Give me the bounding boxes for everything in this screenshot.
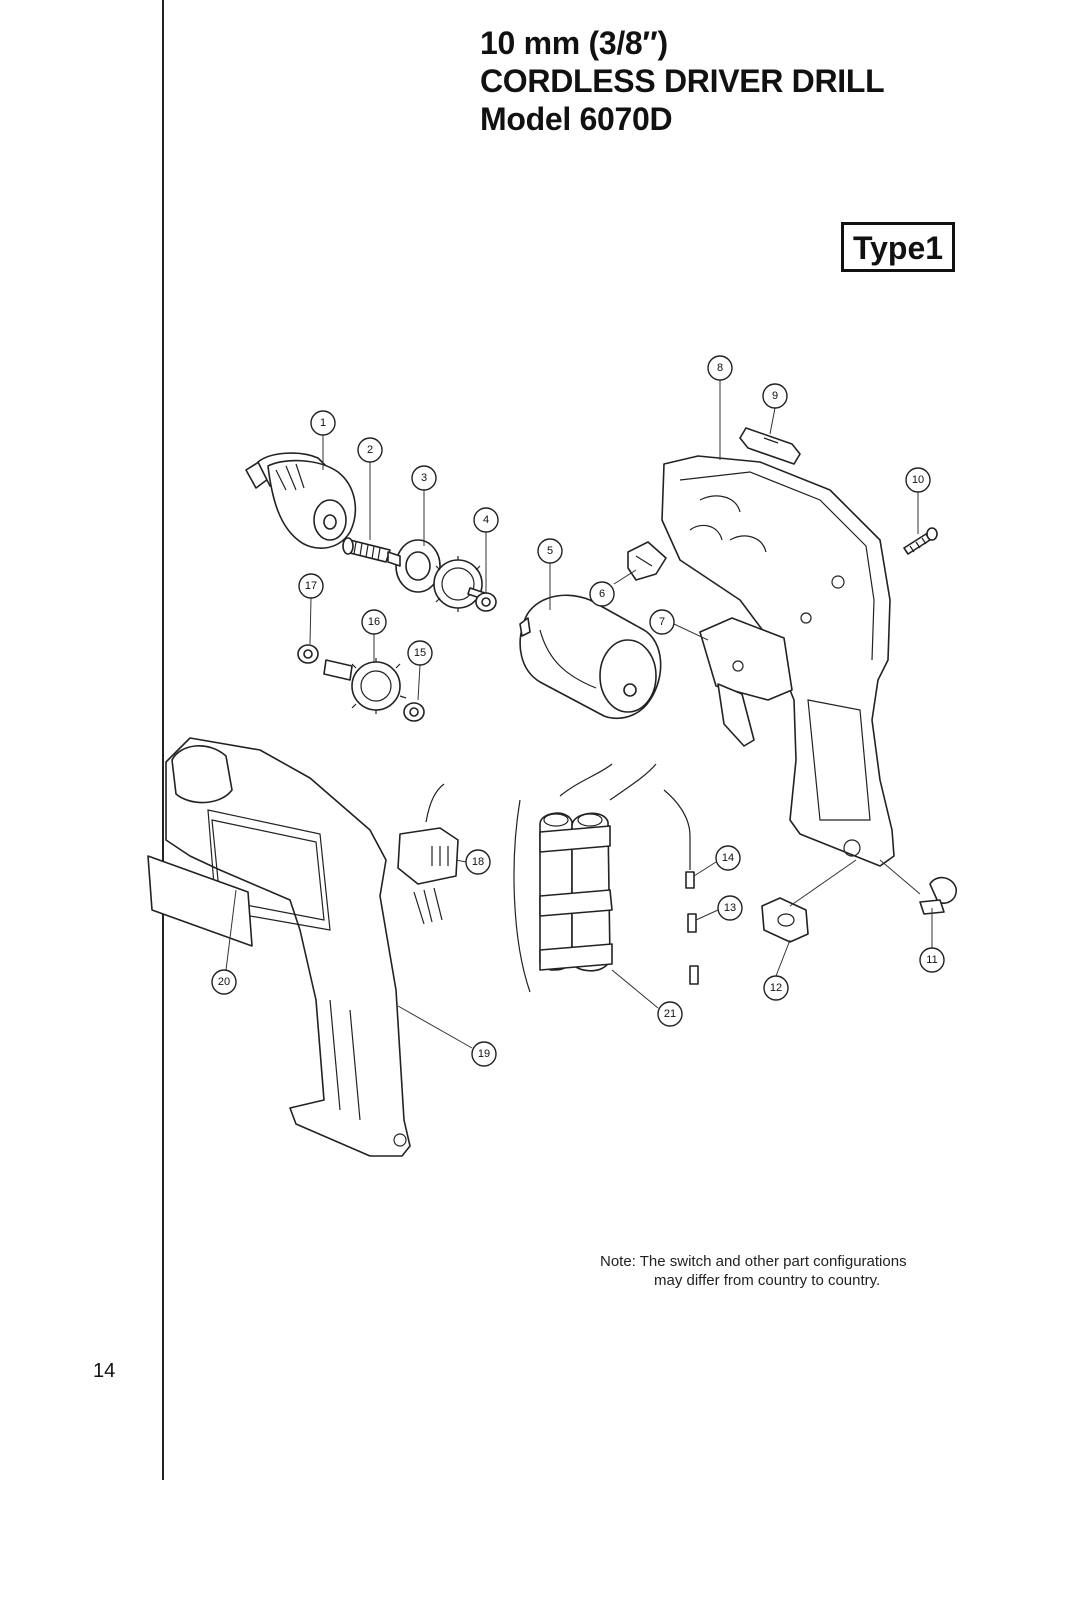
part-housing-half [661, 455, 895, 867]
callout-12: 12 [763, 975, 789, 1001]
part-label-plate [147, 855, 253, 947]
callout-10: 10 [905, 467, 931, 493]
note-line-1: Note: The switch and other part configur… [600, 1253, 907, 1270]
svg-text:10: 10 [912, 474, 924, 486]
callout-21: 21 [657, 1001, 683, 1027]
callout-17: 17 [298, 573, 324, 599]
part-switch [699, 617, 793, 747]
callout-7: 7 [649, 609, 675, 635]
part-charging-jack [761, 897, 809, 943]
callout-3: 3 [411, 465, 437, 491]
svg-text:15: 15 [414, 647, 426, 659]
svg-text:18: 18 [472, 856, 484, 868]
callout-9: 9 [762, 383, 788, 409]
part-level [739, 427, 801, 465]
part-strap-hook [919, 876, 957, 915]
page-number: 14 [93, 1360, 116, 1382]
svg-text:11: 11 [926, 954, 937, 966]
note-line-2: may differ from country to country. [654, 1272, 881, 1289]
callout-11: 11 [919, 947, 945, 973]
callout-8: 8 [707, 355, 733, 381]
leader-lines [225, 380, 933, 1049]
callout-6: 6 [589, 581, 615, 607]
svg-text:12: 12 [770, 982, 782, 994]
part-clip [627, 541, 667, 581]
svg-text:20: 20 [218, 976, 230, 988]
svg-text:14: 14 [722, 852, 734, 864]
svg-text:6: 6 [599, 588, 605, 600]
callout-16: 16 [361, 609, 387, 635]
callout-4: 4 [473, 507, 499, 533]
page-title: 10 mm (3/8″) CORDLESS DRIVER DRILL Model… [480, 24, 885, 138]
callout-1: 1 [310, 410, 336, 436]
part-bushing-15 [403, 702, 425, 722]
svg-text:4: 4 [483, 514, 489, 526]
part-motor [519, 594, 662, 720]
svg-text:3: 3 [421, 472, 427, 484]
part-screw-10 [903, 527, 938, 555]
svg-text:9: 9 [772, 390, 778, 402]
title-line-model: Model 6070D [480, 101, 673, 137]
page-margin-rule [162, 0, 164, 1480]
callout-15: 15 [407, 640, 433, 666]
svg-text:5: 5 [547, 545, 553, 557]
part-bushing-4 [475, 592, 497, 612]
part-bushing-17 [297, 644, 319, 664]
svg-text:16: 16 [368, 616, 380, 628]
callout-18: 18 [465, 849, 491, 875]
callout-14: 14 [715, 845, 741, 871]
type-label: Type1 [852, 230, 944, 266]
callout-13: 13 [717, 895, 743, 921]
type-label-box: Type1 [841, 222, 955, 272]
part-housing-front [165, 737, 411, 1157]
title-line-product: CORDLESS DRIVER DRILL [480, 63, 885, 99]
svg-text:1: 1 [320, 417, 326, 429]
part-drill-chuck [245, 452, 357, 549]
svg-text:2: 2 [367, 444, 373, 456]
part-pinion-gear [323, 658, 407, 714]
configuration-note: Note: The switch and other part configur… [600, 1252, 907, 1290]
svg-text:17: 17 [305, 580, 317, 592]
part-lead-wire [663, 789, 699, 985]
callout-5: 5 [537, 538, 563, 564]
part-spindle-gear [387, 539, 489, 612]
part-battery-pack [513, 763, 657, 993]
svg-text:7: 7 [659, 616, 665, 628]
part-chuck-screw [342, 537, 391, 563]
svg-text:21: 21 [664, 1008, 676, 1020]
callout-2: 2 [357, 437, 383, 463]
svg-text:19: 19 [478, 1048, 490, 1060]
callout-19: 19 [471, 1041, 497, 1067]
svg-text:13: 13 [724, 902, 736, 914]
part-terminal [397, 783, 459, 925]
callout-20: 20 [211, 969, 237, 995]
title-line-size: 10 mm (3/8″) [480, 25, 668, 61]
svg-text:8: 8 [717, 362, 723, 374]
